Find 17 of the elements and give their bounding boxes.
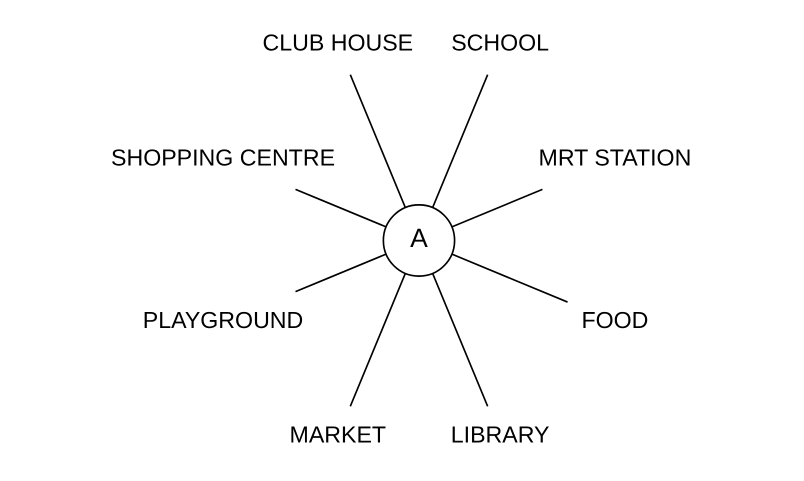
- node-circle: A: [382, 204, 456, 277]
- connector: [295, 188, 386, 228]
- connector: [350, 273, 406, 407]
- connector: [295, 254, 386, 292]
- connector: [452, 254, 568, 303]
- node-text: FOOD: [581, 306, 648, 333]
- connector: [350, 74, 406, 208]
- node-text: SCHOOL: [451, 30, 550, 56]
- node-text: MRT STATION: [538, 144, 692, 170]
- connector: [432, 273, 488, 407]
- node-text: LIBRARY: [450, 422, 550, 448]
- connector: [432, 74, 488, 208]
- node-text: SHOPPING CENTRE: [111, 144, 336, 170]
- node-text: CLUB HOUSE: [262, 30, 414, 56]
- node-text: MARKET: [290, 422, 386, 448]
- node-text: PLAYGROUND: [142, 306, 304, 333]
- connector: [452, 188, 543, 228]
